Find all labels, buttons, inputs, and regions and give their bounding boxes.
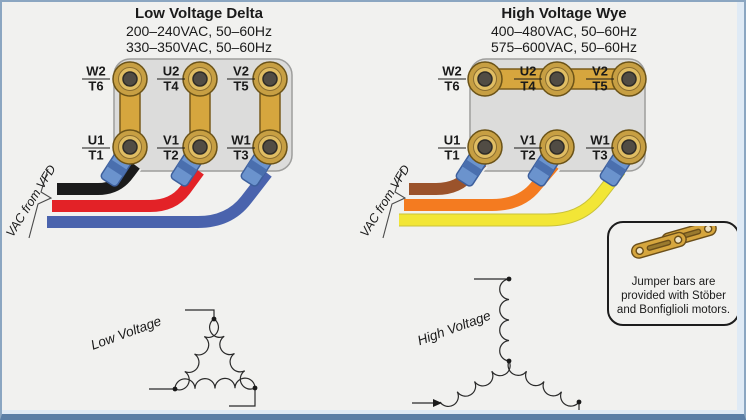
terminal-v1-t2-left bbox=[182, 129, 218, 165]
wire-blue bbox=[47, 169, 272, 228]
note-line-3: and Bonfiglioli motors. bbox=[616, 304, 731, 316]
right-spec-line-1: 400–480VAC, 50–60Hz bbox=[490, 22, 638, 39]
bottom-edge-tint bbox=[2, 410, 744, 414]
terminal-w2-t6-left bbox=[112, 61, 148, 97]
delta-lead-right bbox=[229, 388, 256, 407]
wire-orange bbox=[404, 161, 559, 211]
right-edge-tint bbox=[737, 2, 744, 414]
note-line-2: provided with Stöber bbox=[621, 290, 726, 302]
terminal-label-w1-t3: W1 T3 bbox=[586, 133, 614, 163]
terminal-label-u1-t1: U1 T1 bbox=[82, 133, 110, 163]
terminal-w1-t3-right bbox=[611, 129, 647, 165]
wire-yellow bbox=[399, 166, 625, 226]
left-spec-line-2: 330–350VAC, 50–60Hz bbox=[125, 39, 273, 55]
terminal-label-v1-t2: V1 T2 bbox=[157, 133, 185, 163]
left-spec-line-1: 200–240VAC, 50–60Hz bbox=[125, 22, 273, 39]
left-title: Low Voltage Delta bbox=[134, 5, 264, 22]
terminal-label-v2-t5: V2 T5 bbox=[227, 64, 255, 94]
terminal-label-v2-t5: V2 T5 bbox=[586, 64, 614, 94]
terminal-u1-t1-left bbox=[112, 129, 148, 165]
terminal-label-w1-t3: W1 T3 bbox=[227, 133, 255, 163]
high-voltage-wye-header: High Voltage Wye 400–480VAC, 50–60Hz 575… bbox=[404, 5, 724, 56]
low-voltage-delta-header: Low Voltage Delta 200–240VAC, 50–60Hz 33… bbox=[39, 5, 359, 56]
terminal-label-u2-t4: U2 T4 bbox=[514, 64, 542, 94]
right-brace-mark bbox=[382, 168, 407, 239]
terminals bbox=[112, 61, 647, 165]
terminal-w2-t6-right bbox=[467, 61, 503, 97]
left-wires bbox=[47, 160, 274, 230]
delta-winding-diagram bbox=[149, 309, 258, 407]
terminal-u2-t4-left bbox=[182, 61, 218, 97]
terminal-u2-t4-right bbox=[539, 61, 575, 97]
wye-coil-top bbox=[499, 278, 510, 362]
terminal-v1-t2-right bbox=[539, 129, 575, 165]
wye-coil-right bbox=[507, 360, 580, 407]
note-line-1: Jumper bars are bbox=[631, 276, 716, 288]
wye-lead-arrow bbox=[433, 399, 442, 407]
delta-coils bbox=[174, 318, 256, 391]
terminal-label-v1-t2: V1 T2 bbox=[514, 133, 542, 163]
terminal-label-u1-t1: U1 T1 bbox=[438, 133, 466, 163]
right-spec-line-2: 575–600VAC, 50–60Hz bbox=[490, 39, 638, 55]
terminal-v2-t5-right bbox=[611, 61, 647, 97]
jumper-bars-icon bbox=[630, 220, 717, 259]
jumper-note-box: Jumper bars are provided with Stöber and… bbox=[607, 220, 740, 326]
terminal-label-w2-t6: W2 T6 bbox=[438, 64, 466, 94]
terminal-v2-t5-left bbox=[252, 61, 288, 97]
delta-lead-top bbox=[185, 309, 215, 318]
wire-red bbox=[52, 167, 204, 212]
left-brace-mark bbox=[28, 168, 53, 239]
terminal-u1-t1-right bbox=[467, 129, 503, 165]
terminal-label-u2-t4: U2 T4 bbox=[157, 64, 185, 94]
wye-winding-diagram bbox=[412, 276, 582, 414]
terminal-w1-t3-left bbox=[252, 129, 288, 165]
right-title: High Voltage Wye bbox=[501, 5, 627, 22]
terminal-label-w2-t6: W2 T6 bbox=[82, 64, 110, 94]
wye-coil-left bbox=[439, 360, 511, 408]
